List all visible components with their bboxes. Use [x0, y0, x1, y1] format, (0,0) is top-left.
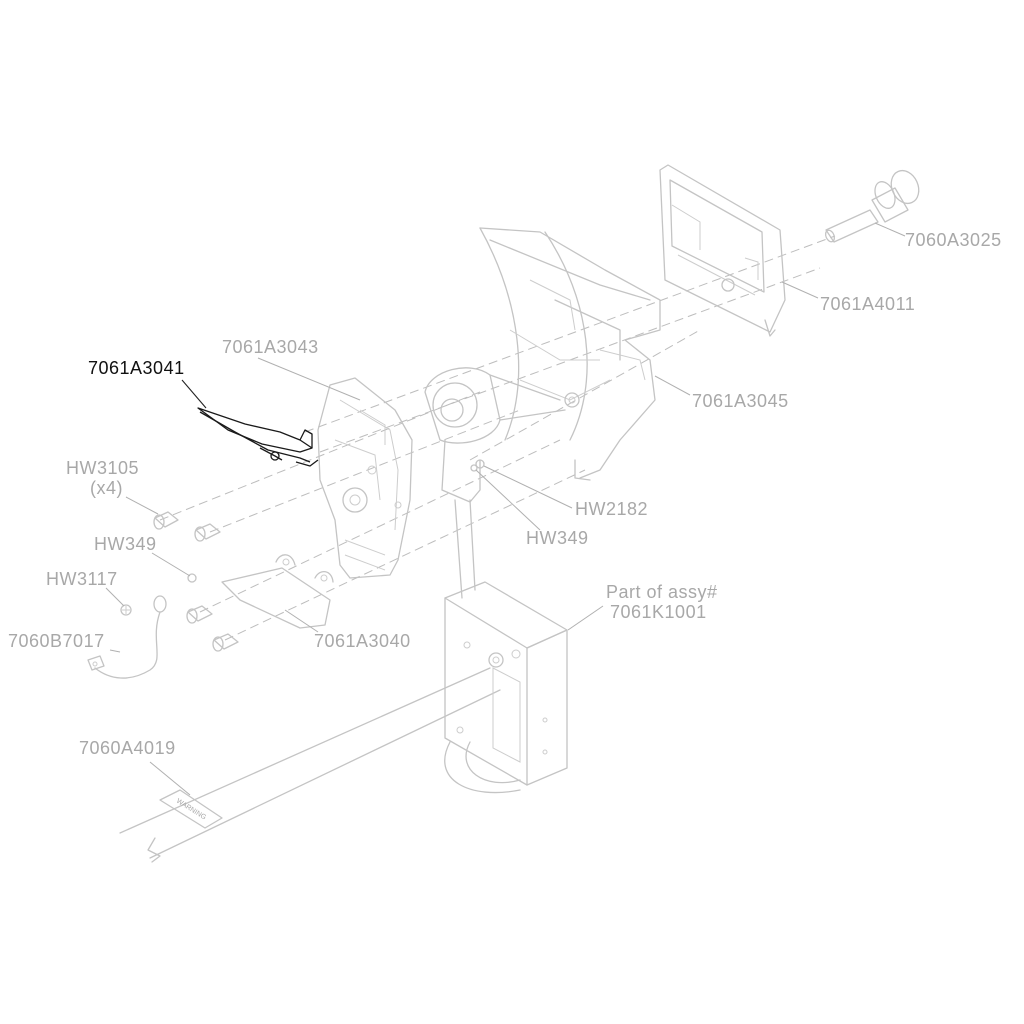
- label-HW349-right: HW349: [526, 528, 589, 548]
- pin-7060A3025: [824, 169, 920, 243]
- label-assy-line1: Part of assy#: [606, 582, 718, 602]
- washer-HW349-left: [187, 573, 197, 583]
- control-box: [444, 499, 568, 786]
- screw-2: [194, 523, 221, 542]
- label-7061A3041: 7061A3041: [88, 358, 185, 378]
- label-7061A3045: 7061A3045: [692, 391, 789, 411]
- housing-7061A3045: [479, 227, 661, 481]
- assembly-axis-lines: [159, 235, 836, 641]
- screw-HW3117: [120, 604, 132, 616]
- mount-plate-7061A3040: [221, 554, 334, 629]
- screw-1: [153, 511, 179, 530]
- label-HW3117: HW3117: [46, 569, 118, 589]
- cable-7060A4019: WARNING: [119, 667, 521, 863]
- label-7060A4019: 7060A4019: [79, 738, 176, 758]
- callout-labels: 7060A3025 7061A4011 7061A3043 7061A3041 …: [8, 230, 1002, 758]
- motor-housing-7061A3043: [317, 377, 413, 579]
- label-assy-line2: 7061K1001: [610, 602, 707, 622]
- bracket-7061A3041-highlighted: [197, 407, 319, 467]
- label-7061A3040: 7061A3040: [314, 631, 411, 651]
- label-HW3105-qty: (x4): [90, 478, 123, 498]
- screw-4: [212, 633, 239, 652]
- label-7060A3025: 7060A3025: [905, 230, 1002, 250]
- warning-tag: WARNING: [159, 789, 223, 829]
- label-HW349-left: HW349: [94, 534, 157, 554]
- screw-3: [186, 605, 213, 624]
- roller-bracket: [424, 367, 566, 503]
- end-cap-7061A4011: [659, 164, 786, 337]
- ground-wire-7060B7017: [87, 595, 167, 679]
- label-7060B7017: 7060B7017: [8, 631, 105, 651]
- label-7061A4011: 7061A4011: [820, 294, 915, 314]
- label-7061A3043: 7061A3043: [222, 337, 319, 357]
- label-HW2182: HW2182: [575, 499, 648, 519]
- screws-HW3105: [153, 511, 239, 652]
- leader-lines: [105, 222, 906, 796]
- label-HW3105: HW3105: [66, 458, 139, 478]
